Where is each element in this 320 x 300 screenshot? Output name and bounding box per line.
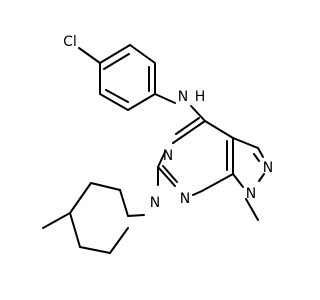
bond [42,212,71,229]
bond [175,117,200,135]
amine-nitrogen-label: N [178,89,188,105]
bond [245,198,259,221]
atom-labels: Cl N H N N N N N [63,34,273,211]
piperidine-nitrogen-label: N [150,195,160,211]
bond [99,44,131,64]
pyrazole-nitrogen-1-label: N [246,186,256,202]
bond [154,93,176,104]
bond [232,137,259,149]
bond [69,182,92,214]
bond [129,44,156,64]
bond [78,47,101,64]
bond [190,105,206,122]
bond [232,173,244,188]
bond [204,120,234,139]
bond [162,165,178,183]
molecule-structure: Cl N H N N N N N [42,34,273,254]
bond [192,190,203,196]
bonds [42,44,265,254]
bond [109,227,129,254]
bond [253,153,260,162]
bond [172,120,206,144]
bond [157,166,176,187]
bond [79,246,111,254]
bond [119,189,129,217]
bond [90,182,121,191]
bond [201,173,234,192]
bond [103,53,130,70]
pyrazole-nitrogen-2-label: N [263,160,273,176]
bond [257,147,264,158]
bond [99,93,129,111]
bond [127,93,156,111]
pyrimidine-nitrogen-top-label: N [163,148,173,164]
amine-hydrogen-label: H [195,89,206,105]
bond [69,212,81,248]
pyrimidine-nitrogen-bottom-label: N [180,191,190,207]
bond [127,214,145,217]
chlorine-label: Cl [63,34,77,50]
bond [157,151,166,168]
bond [105,89,129,103]
bond [258,173,265,182]
